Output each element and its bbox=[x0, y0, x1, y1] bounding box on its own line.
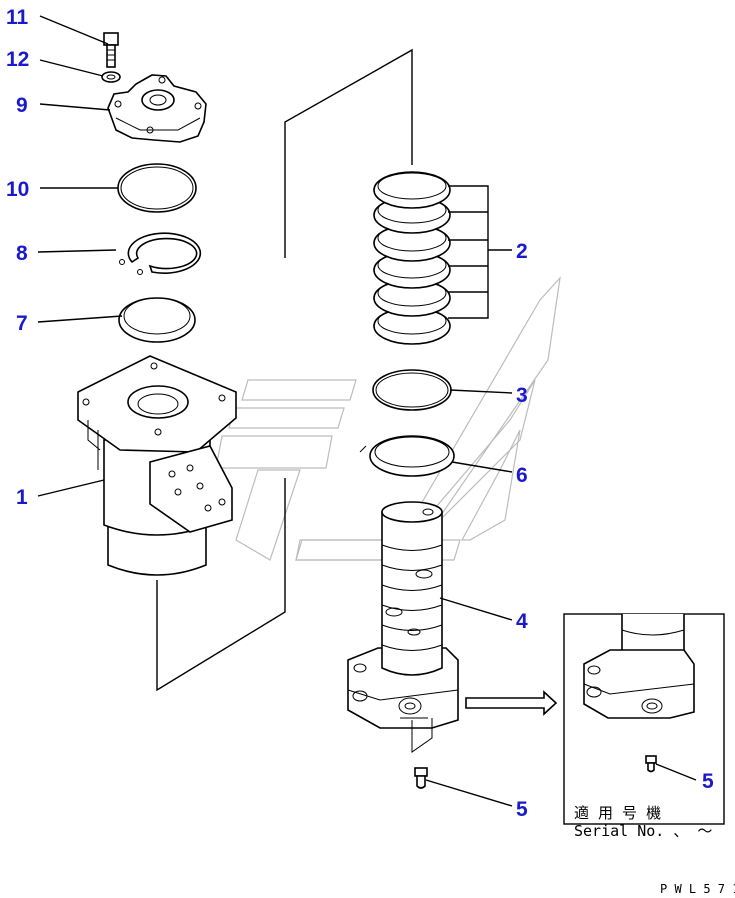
callout-12: 12 bbox=[6, 48, 29, 71]
callouts: 11 12 9 10 8 7 1 2 3 6 4 5 5 bbox=[6, 6, 714, 821]
callout-2: 2 bbox=[516, 240, 528, 263]
applicable-models-label: 適 用 号 機 bbox=[574, 804, 661, 822]
rotor-part-4 bbox=[347, 501, 459, 753]
o-ring-part-10 bbox=[117, 163, 197, 213]
serial-number-label: Serial No. 、 〜 bbox=[574, 822, 712, 840]
callout-10: 10 bbox=[6, 178, 29, 201]
callout-7: 7 bbox=[16, 312, 28, 335]
callout-3: 3 bbox=[516, 384, 528, 407]
washer-part-12 bbox=[101, 71, 121, 83]
callout-5-main: 5 bbox=[516, 798, 528, 821]
callout-11: 11 bbox=[6, 6, 29, 29]
callout-4: 4 bbox=[516, 610, 528, 633]
callout-1: 1 bbox=[16, 486, 28, 509]
ring-part-6 bbox=[369, 435, 455, 477]
callout-9: 9 bbox=[16, 94, 28, 117]
callout-5-detail: 5 bbox=[702, 770, 714, 793]
o-ring-part-3 bbox=[372, 369, 452, 411]
bolt-part-11 bbox=[103, 32, 119, 68]
leader-lines bbox=[37, 15, 697, 807]
cover-part-9 bbox=[107, 74, 207, 143]
ring-part-7 bbox=[118, 297, 196, 343]
plug-part-5-main bbox=[414, 767, 428, 789]
drawing-code: P W L 5 7 1 2 bbox=[660, 882, 735, 896]
detail-arrow bbox=[465, 690, 558, 716]
callout-6: 6 bbox=[516, 464, 528, 487]
assembly-lines bbox=[156, 48, 413, 692]
callout-8: 8 bbox=[16, 242, 28, 265]
detail-inset bbox=[563, 613, 725, 825]
snap-ring-part-8 bbox=[119, 232, 202, 275]
seal-rings-part-2 bbox=[373, 171, 489, 345]
body-part-1 bbox=[77, 355, 237, 576]
